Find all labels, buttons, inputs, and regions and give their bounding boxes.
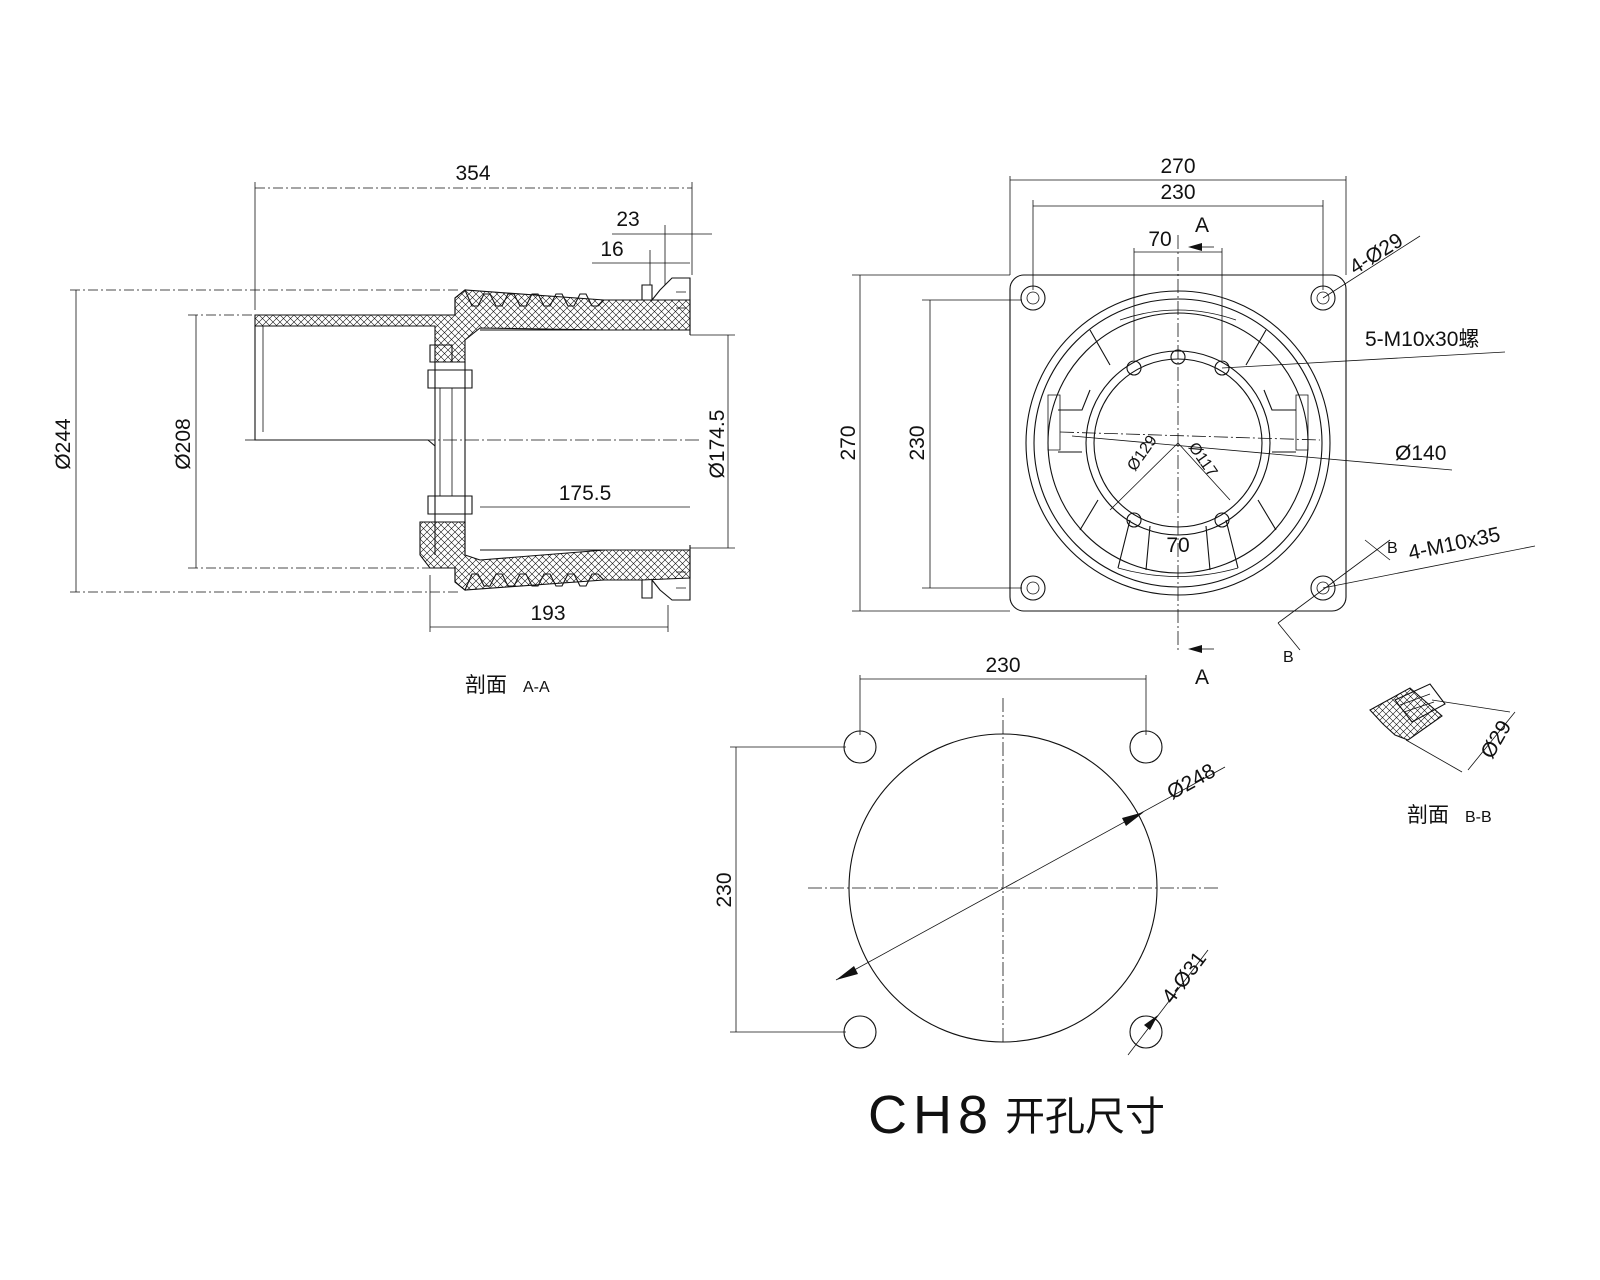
cutout-title-cn: 开孔尺寸 [1005,1095,1165,1139]
label-dia-140: Ø140 [1395,442,1446,465]
label-4-dia-29: 4-Ø29 [1345,229,1407,279]
dim-16: 16 [600,238,623,261]
dim-height-270: 270 [837,425,860,460]
section-a-a-title: 剖面 [465,674,507,697]
label-dia-129: Ø129 [1124,432,1160,474]
cutout-dim-height-230: 230 [713,872,736,907]
cutout-label-4-dia-31: 4-Ø31 [1158,948,1211,1008]
label-4-m10x35: 4-M10x35 [1406,523,1502,565]
section-a-a-view [245,277,700,601]
dim-193: 193 [530,602,565,625]
section-mark-a-top: A [1195,214,1209,237]
dim-dia-208: Ø208 [172,418,195,469]
cutout-title-code: CH8 [868,1085,994,1145]
section-a-a-code: A-A [523,679,550,696]
section-mark-b-top: B [1387,540,1398,557]
top-view [1009,235,1347,650]
dim-dia-174-5: Ø174.5 [706,410,729,479]
dim-354: 354 [455,162,490,185]
section-mark-b-bottom: B [1283,649,1294,666]
cutout-label-dia-248: Ø248 [1163,759,1219,804]
section-b-b-code: B-B [1465,809,1492,826]
section-b-b-title: 剖面 [1407,804,1449,827]
label-5-m10x30: 5-M10x30螺 [1365,328,1479,351]
cutout-dimensions: 230 230 Ø248 4-Ø31 CH8 开孔尺寸 [713,654,1226,1145]
dim-70-bottom: 70 [1166,534,1189,557]
section-mark-a-bottom: A [1195,666,1209,689]
top-view-dimensions: 270 230 70 A A 270 230 4-Ø29 5-M10x30螺 [837,155,1536,689]
dim-width-230: 230 [1160,181,1195,204]
dim-width-270: 270 [1160,155,1195,178]
dim-dia-244: Ø244 [52,418,75,470]
dim-23: 23 [616,208,639,231]
cutout-dim-width-230: 230 [985,654,1020,677]
label-bb-dia-29: Ø29 [1476,717,1516,763]
dim-175-5: 175.5 [559,482,612,505]
dim-70-top: 70 [1148,228,1171,251]
section-a-a-dimensions: 354 23 16 Ø244 Ø208 Ø174.5 175.5 193 剖面 [52,162,735,697]
section-b-b-view: Ø29 剖面 B-B [1369,683,1516,827]
label-dia-117: Ø117 [1185,440,1221,481]
dim-height-230: 230 [906,425,929,460]
cutout-view [808,698,1218,1049]
